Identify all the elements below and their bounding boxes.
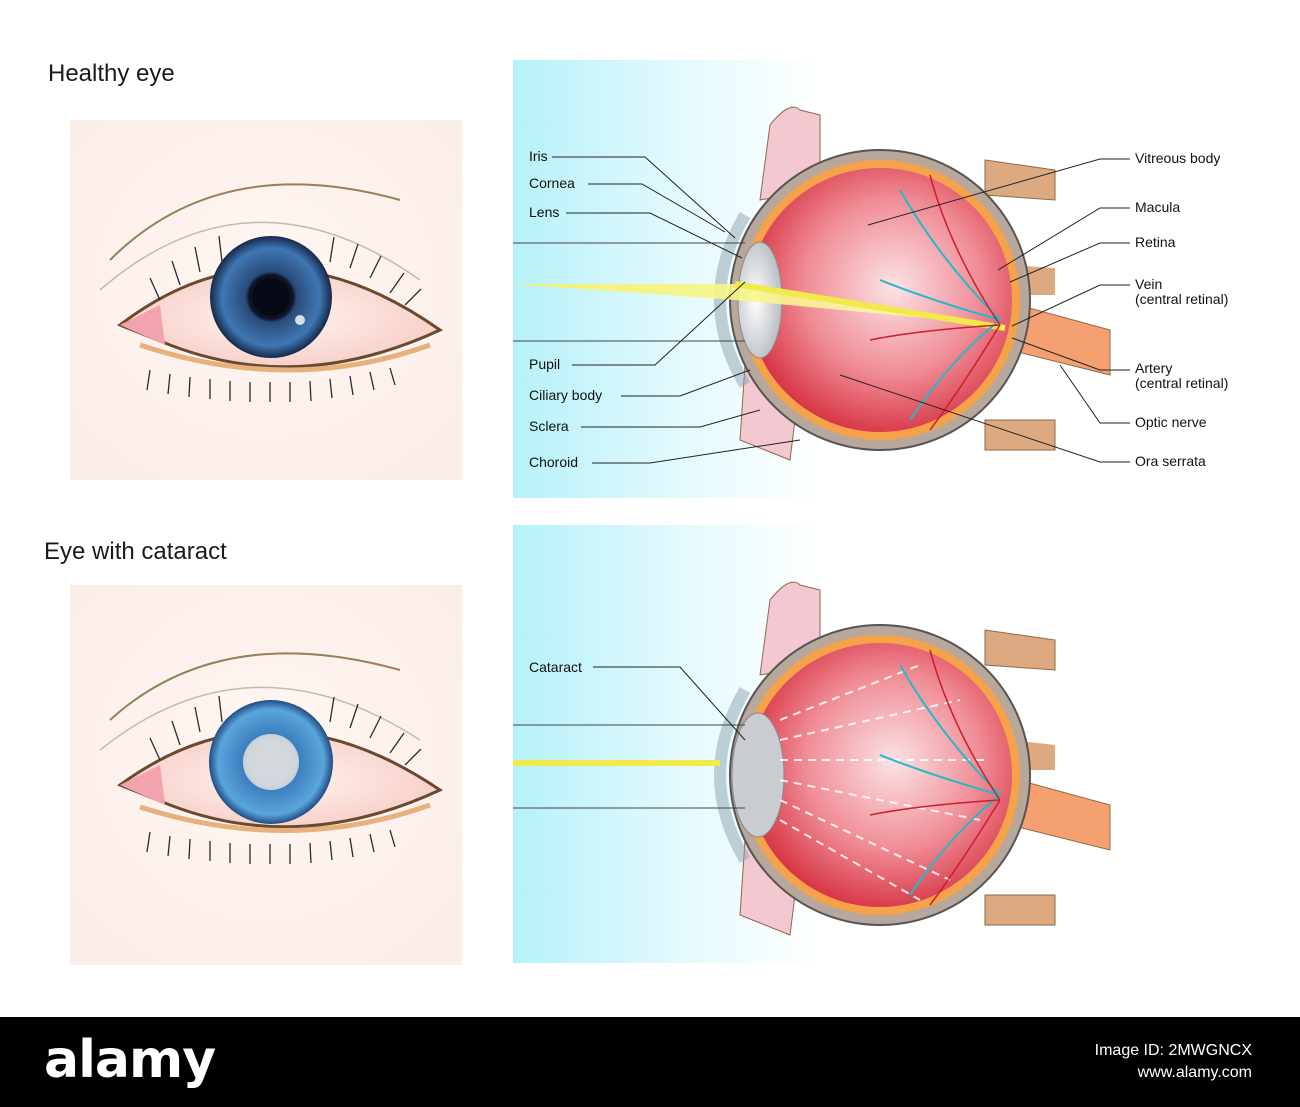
alamy-logo: alamy [44, 1030, 216, 1090]
healthy-eye-title: Healthy eye [48, 60, 175, 87]
footer-info: Image ID: 2MWGNCX www.alamy.com [1095, 1040, 1252, 1084]
healthy-front-eye [70, 120, 462, 480]
cataract-eye-title: Eye with cataract [44, 538, 227, 565]
cataract-cross-section [513, 525, 1111, 963]
label-cornea: Cornea [529, 175, 575, 191]
label-artery-sub: (central retinal) [1135, 375, 1229, 391]
image-id: Image ID: 2MWGNCX [1094, 1042, 1252, 1059]
label-ora-serrata: Ora serrata [1135, 453, 1206, 469]
footer-url: www.alamy.com [1137, 1064, 1252, 1081]
cataract-front-eye [70, 585, 462, 965]
label-sclera: Sclera [529, 418, 569, 434]
label-choroid: Choroid [529, 454, 579, 470]
footer-bar [0, 1017, 1300, 1107]
label-vein-sub: (central retinal) [1135, 291, 1229, 307]
label-macula: Macula [1135, 199, 1181, 215]
leader-lines-healthy [552, 156, 1130, 464]
label-retina: Retina [1135, 234, 1176, 250]
label-pupil: Pupil [529, 356, 561, 372]
label-lens: Lens [529, 204, 560, 220]
label-optic-nerve: Optic nerve [1135, 414, 1207, 430]
label-ciliary-body: Ciliary body [529, 387, 603, 403]
leader-line-cataract [593, 666, 746, 741]
healthy-cross-section [513, 60, 1111, 498]
label-artery: Artery [1135, 360, 1173, 376]
label-vitreous-body: Vitreous body [1135, 150, 1221, 166]
label-cataract: Cataract [529, 659, 582, 675]
label-iris: Iris [529, 148, 548, 164]
label-vein: Vein [1135, 276, 1163, 292]
